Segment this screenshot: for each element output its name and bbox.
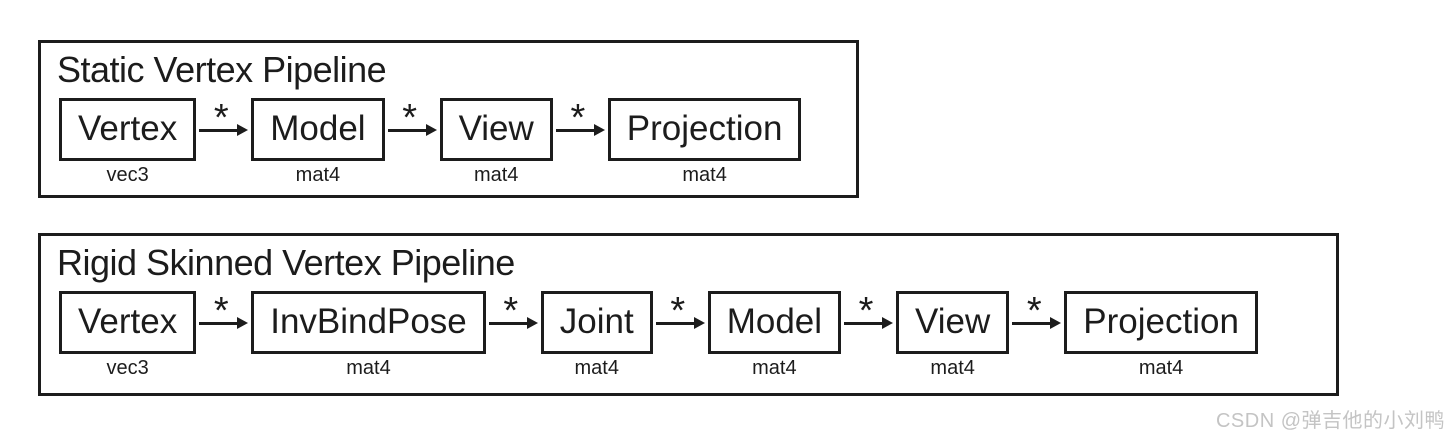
stage-model: Model mat4 [251,98,385,186]
stage-vertex: Vertex vec3 [59,291,197,379]
multiply-arrow: * [387,97,437,162]
stage-projection: Projection mat4 [607,98,802,186]
stage-box-invbindpose: InvBindPose [251,291,486,354]
arrow-head-icon [526,317,538,330]
arrow-head-icon [237,317,249,330]
stage-type-projection: mat4 [1138,356,1184,379]
stage-type-joint: mat4 [574,356,619,379]
panel-title-static: Static Vertex Pipeline [57,49,387,90]
arrow-shaft [488,321,527,325]
stage-box-view: View [896,291,1010,354]
stage-box-vertex: Vertex [59,291,197,354]
pipeline-row-static: Vertex vec3 * Model mat4 * View mat4 [59,97,846,186]
asterisk-operator: * [570,97,586,140]
stage-type-vertex: vec3 [106,163,149,186]
multiply-arrow: * [555,97,605,162]
stage-box-projection: Projection [1064,291,1258,354]
panel-title-rigid: Rigid Skinned Vertex Pipeline [57,242,515,283]
arrow-head-icon [425,124,437,137]
arrow-shaft [655,321,694,325]
stage-box-joint: Joint [540,291,653,354]
asterisk-operator: * [213,97,229,140]
stage-type-vertex: vec3 [106,356,149,379]
arrow-shaft [199,321,238,325]
arrow-head-icon [882,317,894,330]
stage-vertex: Vertex vec3 [59,98,197,186]
stage-box-model: Model [707,291,842,354]
arrow-head-icon [593,124,605,137]
stage-view: View mat4 [896,291,1010,379]
stage-box-projection: Projection [607,98,802,161]
stage-type-model: mat4 [752,356,797,379]
rigid-skinned-vertex-pipeline-panel: Rigid Skinned Vertex Pipeline Vertex vec… [38,233,1339,396]
arrow-shaft [387,128,426,132]
arrow-head-icon [237,124,249,137]
asterisk-operator: * [503,290,519,333]
stage-box-view: View [439,98,553,161]
multiply-arrow: * [1012,290,1062,355]
stage-type-model: mat4 [295,163,341,186]
arrow-head-icon [693,317,705,330]
multiply-arrow: * [488,290,538,355]
stage-model: Model mat4 [707,291,842,379]
asterisk-operator: * [670,290,686,333]
multiply-arrow: * [199,290,249,355]
stage-projection: Projection mat4 [1064,291,1258,379]
stage-box-vertex: Vertex [59,98,197,161]
stage-box-model: Model [251,98,385,161]
arrow-shaft [1012,321,1051,325]
stage-type-projection: mat4 [682,163,727,186]
static-vertex-pipeline-panel: Static Vertex Pipeline Vertex vec3 * Mod… [38,40,859,198]
arrow-shaft [844,321,883,325]
asterisk-operator: * [213,290,229,333]
watermark: CSDN @弹吉他的小刘鸭 [1215,410,1445,432]
asterisk-operator: * [1026,290,1042,333]
multiply-arrow: * [844,290,894,355]
multiply-arrow: * [199,97,249,162]
arrow-head-icon [1050,317,1062,330]
asterisk-operator: * [402,97,418,140]
stage-joint: Joint mat4 [540,291,653,379]
stage-type-view: mat4 [930,356,975,379]
stage-type-view: mat4 [473,163,519,186]
stage-type-invbindpose: mat4 [346,356,391,379]
stage-invbindpose: InvBindPose mat4 [251,291,486,379]
arrow-shaft [199,128,238,132]
asterisk-operator: * [858,290,874,333]
multiply-arrow: * [655,290,705,355]
pipeline-row-rigid: Vertex vec3 * InvBindPose mat4 * Joint m… [59,290,1326,379]
arrow-shaft [555,128,594,132]
stage-view: View mat4 [439,98,553,186]
